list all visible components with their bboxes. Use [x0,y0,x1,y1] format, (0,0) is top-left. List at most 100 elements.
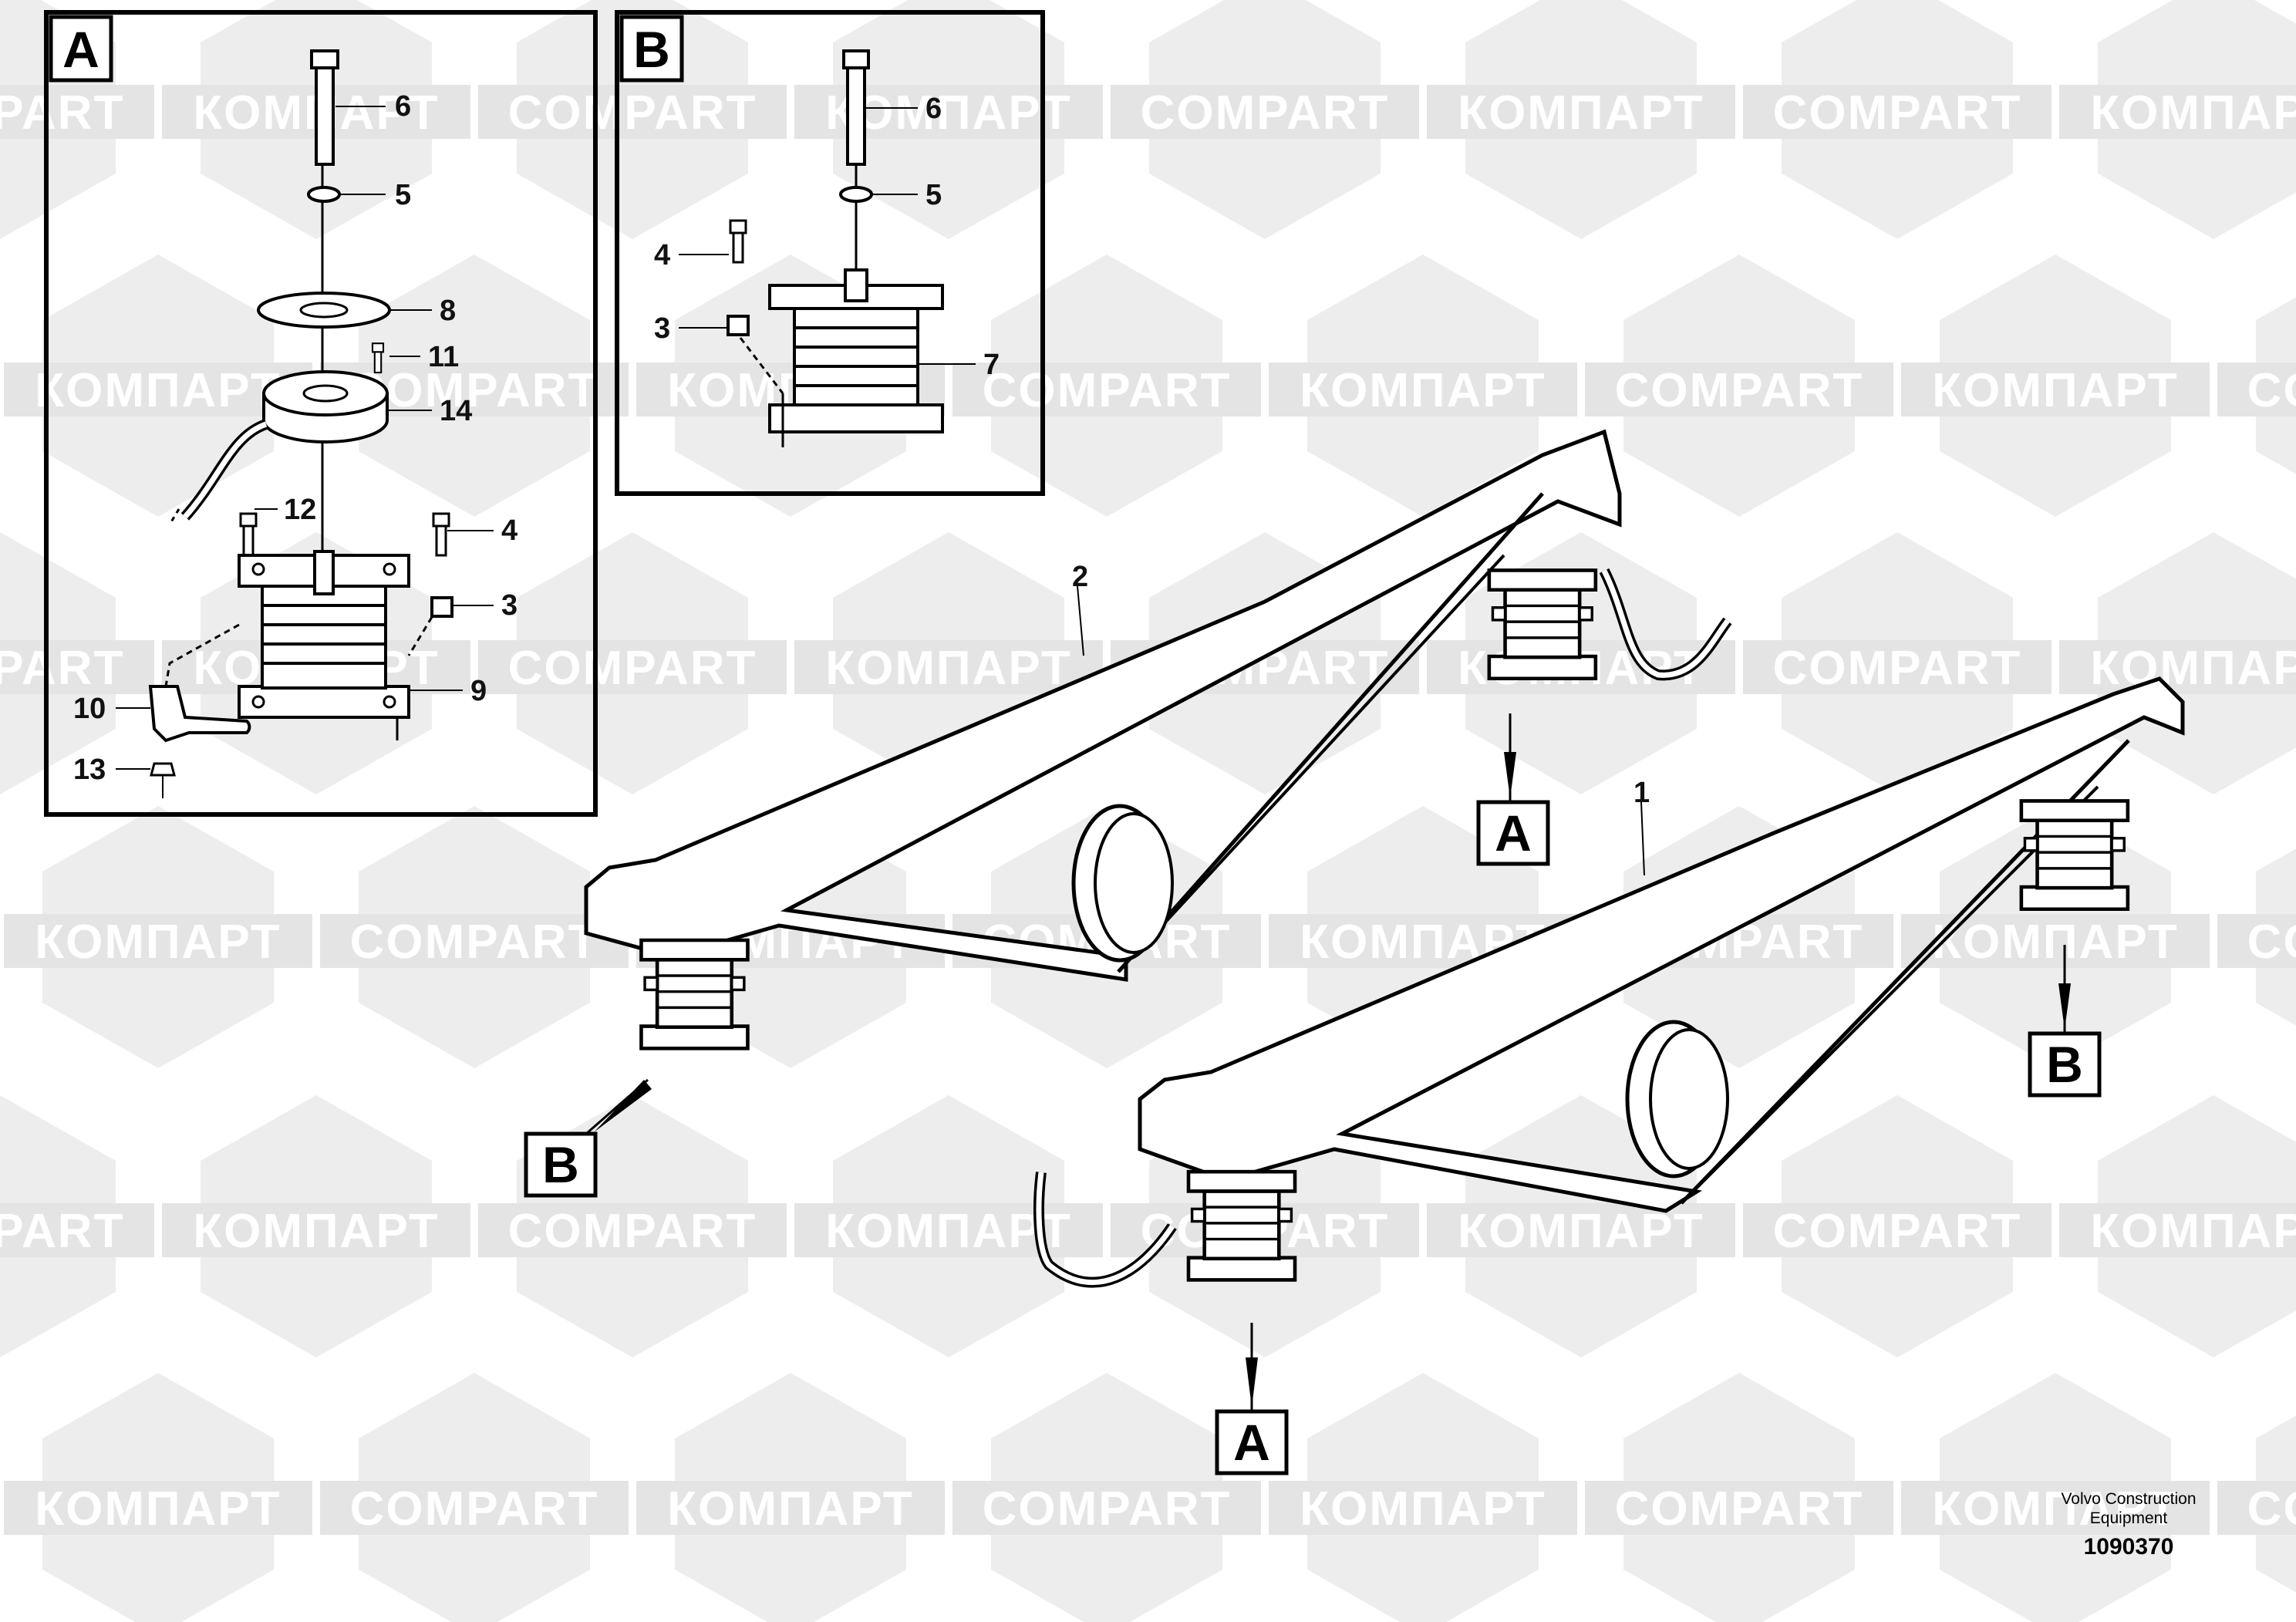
watermark-text: COMPART [1615,1482,1864,1536]
watermark-text: COMPART [0,642,124,695]
inset-a-letter: A [62,21,99,78]
watermark-band [0,85,154,139]
view-marker-b-left: B [524,1078,652,1198]
watermark-text: КОМПАРТ [667,1482,913,1536]
watermark-text: КОМПАРТ [825,86,1071,140]
watermark-text: КОМПАРТ [1932,364,2178,417]
callout-3: 3 [501,589,518,622]
watermark-text: КОМПАРТ [1458,1205,1704,1258]
watermark-text: КОМПАРТ [1300,1482,1546,1536]
view-marker-label: B [542,1136,579,1193]
watermark-text: КОМПАРТ [2090,642,2296,695]
watermark-band [1743,640,2052,694]
inset-a: A [44,10,598,817]
watermark-band [1269,1481,1577,1535]
watermark-band [0,640,154,694]
watermark-band [1427,85,1735,139]
inset-b: B 6 5 4 3 7 [615,10,1045,496]
view-marker-label: A [1495,804,1532,862]
callout-9: 9 [470,675,487,707]
watermark-text: COMPART [1141,86,1390,140]
watermark-text: КОМПАРТ [35,1482,281,1536]
view-marker-b-right: B [2028,945,2102,1098]
beam-upper [584,429,1622,982]
watermark-text: COMPART [2247,916,2296,969]
watermark-text: КОМПАРТ [825,1205,1071,1258]
watermark-text: КОМПАРТ [1932,916,2178,969]
watermark-band [1269,363,1577,416]
watermark-text: КОМПАРТ [35,364,281,417]
watermark-band [320,914,629,968]
view-marker-label: A [1233,1414,1270,1471]
footer-company-line2: Equipment [2090,1509,2168,1527]
watermark-text: COMPART [1773,1205,2022,1258]
watermark-band [1111,85,1419,139]
watermark-band [4,1481,312,1535]
watermark-text: COMPART [350,1482,599,1536]
watermark-band [162,1203,470,1257]
main-assembly: 2 1 A B B A [524,429,2185,1475]
watermark-text: КОМПАРТ [2090,86,2296,140]
watermark-band [478,85,787,139]
watermark-band [794,1203,1103,1257]
callout-3: 3 [654,312,670,345]
watermark-text: COMPART [0,86,124,140]
callout-1: 1 [1633,777,1650,809]
watermark-text: КОМПАРТ [1458,86,1704,140]
watermark-text: COMPART [983,1482,1232,1536]
watermark-band [2059,85,2296,139]
callout-10: 10 [73,693,106,725]
watermark-band [2217,363,2296,416]
watermark-text: COMPART [0,1205,124,1258]
watermark-band [1901,1481,2210,1535]
watermark-band [1585,363,1893,416]
callout-7: 7 [983,349,1000,381]
watermark-text: COMPART [1773,86,2022,140]
view-marker-label: B [2046,1036,2083,1093]
watermark-band [478,1203,787,1257]
watermark-band [952,1481,1261,1535]
watermark-text: КОМПАРТ [1932,1482,2178,1536]
watermark-band [320,1481,629,1535]
callout-2: 2 [1072,561,1088,593]
callout-13: 13 [73,754,106,786]
watermark-text: COMPART [508,642,757,695]
footer-drawing-number: 1090370 [2084,1534,2174,1560]
view-marker-a-lower: A [1215,1323,1289,1475]
callout-11: 11 [428,341,459,373]
watermark-text: COMPART [2247,364,2296,417]
watermark-band [4,914,312,968]
watermark-band [2217,1481,2296,1535]
watermark-band [2217,914,2296,968]
watermark-text: КОМПАРТ [825,642,1071,695]
callout-6: 6 [925,93,942,125]
watermark-band [0,1203,154,1257]
callout-14: 14 [440,395,472,427]
callout-12: 12 [284,494,316,526]
sensor-ring [168,370,389,525]
watermark-band [1743,85,2052,139]
watermark-band [1585,1481,1893,1535]
watermark-text: COMPART [350,916,599,969]
view-marker-a-upper: A [1476,713,1550,866]
watermark-text: COMPART [350,364,599,417]
watermark-text: КОМПАРТ [1300,364,1546,417]
footer-company-line1: Volvo Construction [2061,1490,2196,1508]
watermark-text: COMPART [1615,364,1864,417]
watermark-text: КОМПАРТ [35,916,281,969]
callout-4: 4 [654,239,670,271]
watermark-band [2059,1203,2296,1257]
watermark-text: COMPART [508,86,757,140]
watermark-band [636,1481,945,1535]
callout-6: 6 [395,90,411,123]
callout-8: 8 [440,295,456,327]
watermark-text: COMPART [2247,1482,2296,1536]
watermark-band [2059,640,2296,694]
callout-4: 4 [501,514,518,547]
watermark-text: COMPART [1773,642,2022,695]
watermark-band [794,640,1103,694]
watermark-band [1901,363,2210,416]
watermark-text: COMPART [983,364,1232,417]
watermark-text: COMPART [508,1205,757,1258]
watermark-text: КОМПАРТ [193,1205,439,1258]
